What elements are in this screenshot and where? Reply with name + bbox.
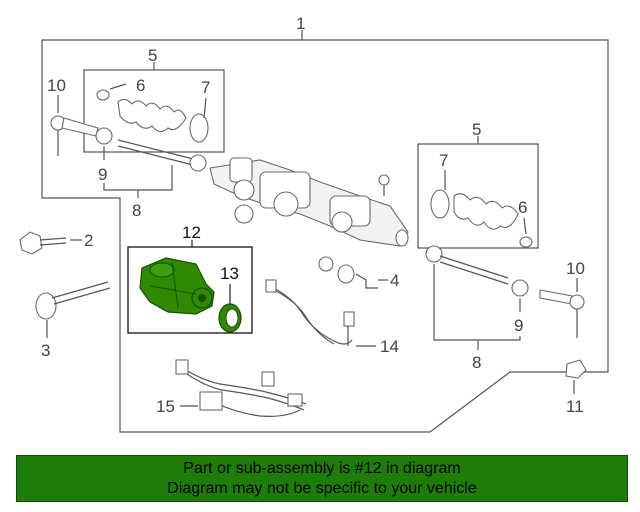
seal-part [318, 256, 355, 284]
tie-rod-end-left [50, 115, 99, 156]
wiring-harness-14 [265, 279, 355, 346]
callout-15: 15 [156, 397, 175, 416]
callout-5-left: 5 [148, 46, 157, 65]
callout-1: 1 [296, 14, 305, 33]
callout-12: 12 [182, 223, 201, 242]
wiring-harness-15 [175, 359, 307, 417]
callout-11: 11 [566, 397, 584, 416]
banner-line-1: Part or sub-assembly is #12 in diagram [183, 460, 461, 477]
tie-rod-end-right [539, 289, 585, 338]
bolt-part-2 [19, 231, 67, 255]
boot-part-right [453, 193, 519, 230]
clamp-ring-right [430, 189, 450, 219]
power-steering-motor-part [139, 257, 215, 315]
clamp-part [96, 89, 110, 101]
jam-nut-right [511, 279, 529, 297]
highlight-box-12 [127, 246, 253, 334]
info-banner: Part or sub-assembly is #12 in diagram D… [16, 455, 628, 502]
clamp-ring-left [189, 113, 209, 143]
steering-gear-housing [209, 157, 409, 247]
inner-tie-rod-left [117, 139, 207, 172]
inner-tie-rod-right [425, 245, 509, 285]
callout-5-right: 5 [472, 120, 481, 139]
callout-8-right: 8 [472, 353, 481, 372]
parts-diagram: 1 5 6 7 10 9 8 [19, 14, 609, 433]
clamp-part-right [519, 236, 533, 248]
callout-7-left: 7 [201, 78, 210, 97]
callout-6-right: 6 [518, 198, 527, 217]
callout-10-left: 10 [47, 76, 66, 95]
callout-4: 4 [390, 271, 399, 290]
callout-10-right: 10 [566, 259, 585, 278]
callout-2: 2 [84, 231, 93, 250]
callout-6-left: 6 [136, 76, 145, 95]
callout-9-right: 9 [514, 316, 523, 335]
seal-ring-13 [218, 303, 242, 333]
callout-14: 14 [380, 337, 399, 356]
boot-part-left [117, 98, 187, 133]
bolt-part-3 [35, 281, 111, 320]
callout-8-left: 8 [132, 201, 141, 220]
callout-13: 13 [220, 264, 239, 283]
callout-9-left: 9 [98, 165, 107, 184]
callout-3: 3 [41, 341, 50, 360]
nut-part [565, 359, 587, 379]
assembly-outline [41, 39, 609, 433]
callout-7-right: 7 [439, 151, 448, 170]
jam-nut-left [95, 127, 113, 145]
banner-line-2: Diagram may not be specific to your vehi… [167, 480, 477, 497]
